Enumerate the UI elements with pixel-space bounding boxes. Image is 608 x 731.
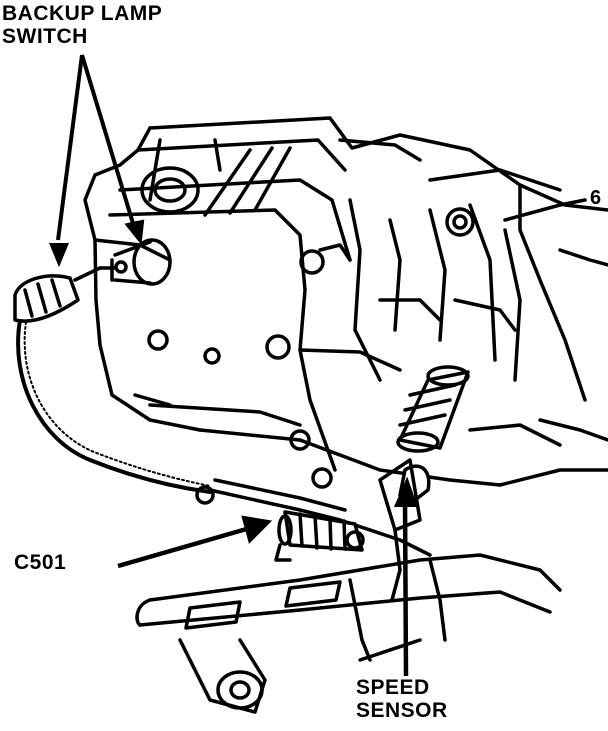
backup-lamp-label-line2: SWITCH: [2, 25, 88, 48]
backup-lamp-switch-label: BACKUP LAMP SWITCH: [2, 2, 162, 48]
c501-connector: [195, 485, 365, 562]
harness-boot: [13, 274, 80, 323]
cut-off-label: 6: [590, 187, 602, 209]
wiring-harness: [16, 266, 432, 557]
speed-sensor-label: SPEED SENSOR: [356, 676, 448, 722]
transmission-case: [83, 116, 608, 487]
speed-sensor-label-line1: SPEED: [356, 676, 430, 699]
backup-lamp-switch: [98, 238, 172, 286]
callout-arrows: [49, 54, 418, 677]
crossmember: [135, 553, 562, 714]
bolt-bosses: [147, 207, 475, 489]
backup-lamp-label-line1: BACKUP LAMP: [2, 2, 163, 25]
speed-sensor-label-line2: SENSOR: [356, 699, 448, 722]
c501-label: C501: [14, 551, 67, 574]
